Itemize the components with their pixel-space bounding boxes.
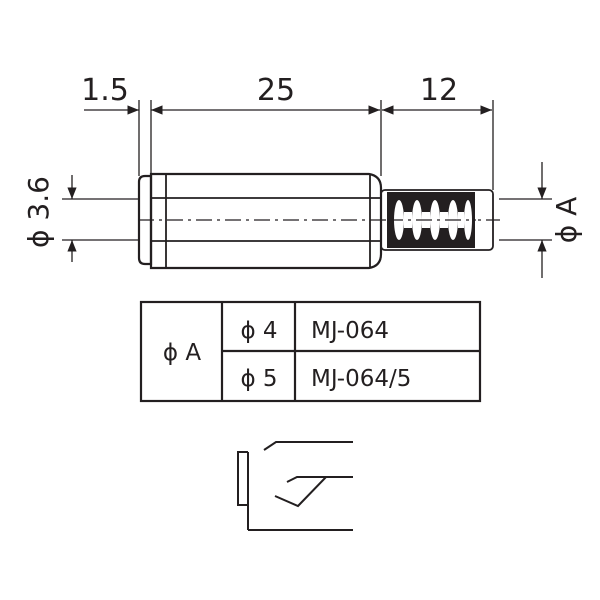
right-diameter-dimension: ϕ A — [499, 162, 583, 278]
dim-label-diameter-3-6: ϕ 3.6 — [22, 176, 55, 248]
top-dimensions: 1.5 25 12 — [81, 73, 494, 190]
strain-relief-spring — [380, 189, 494, 251]
dim-label-25: 25 — [257, 73, 295, 108]
table-diameter-row-2: ϕ 5 — [240, 366, 277, 392]
table-row-header: ϕ A — [163, 340, 201, 366]
dim-label-12: 12 — [420, 73, 458, 108]
dim-label-diameter-a: ϕ A — [550, 197, 583, 244]
dim-label-1-5: 1.5 — [81, 73, 129, 108]
table-diameter-row-1: ϕ 4 — [240, 318, 277, 344]
model-table: ϕ A ϕ 4 ϕ 5 MJ-064 MJ-064/5 — [139, 300, 482, 403]
left-diameter-dimension: ϕ 3.6 — [22, 175, 140, 262]
table-model-row-1: MJ-064 — [311, 318, 389, 344]
table-model-row-2: MJ-064/5 — [311, 366, 411, 392]
jack-schematic-symbol — [237, 441, 353, 531]
